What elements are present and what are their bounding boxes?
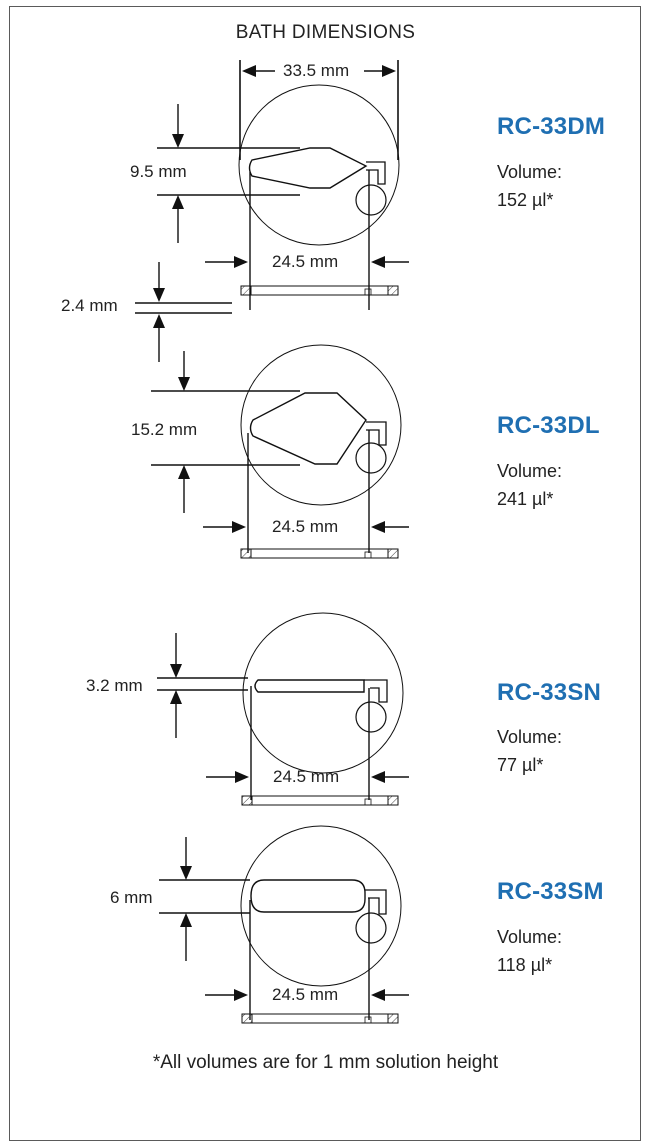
bath-rc-33dm-drawing: [157, 84, 409, 310]
rc-33sm-width-label: 24.5 mm: [272, 985, 339, 1004]
overall-width-dimension: [239, 60, 399, 160]
rc-33sm-volume: 118 µl*: [497, 955, 553, 975]
bath-rc-33dl-drawing: [151, 344, 409, 559]
rc-33dm-volume: 152 µl*: [497, 190, 554, 210]
rc-33sm-height-label: 6 mm: [110, 888, 153, 907]
rc-33sn-volume: 77 µl*: [497, 755, 544, 775]
rc-33dm-width-label: 24.5 mm: [272, 252, 339, 271]
rc-33dm-model: RC-33DM: [497, 113, 606, 140]
rc-33sm-volume-label: Volume:: [497, 927, 563, 947]
overall-width-label: 33.5 mm: [283, 61, 350, 80]
rc-33dm-height-label: 9.5 mm: [130, 162, 187, 181]
rc-33sn-height-label: 3.2 mm: [86, 676, 143, 695]
diagram-title: BATH DIMENSIONS: [235, 22, 416, 43]
rc-33dl-volume-label: Volume:: [497, 461, 563, 481]
rc-33sm-model: RC-33SM: [497, 878, 604, 905]
rc-33sn-volume-label: Volume:: [497, 727, 563, 747]
gap-dimension: [135, 262, 232, 362]
rc-33sn-model: RC-33SN: [497, 679, 602, 706]
rc-33dm-volume-label: Volume:: [497, 162, 563, 182]
bath-rc-33sm-drawing: [159, 825, 409, 1024]
figure-frame: [9, 6, 641, 1141]
rc-33dl-model: RC-33DL: [497, 412, 600, 439]
gap-label: 2.4 mm: [61, 296, 118, 315]
rc-33dl-width-label: 24.5 mm: [272, 517, 339, 536]
bath-rc-33sn-drawing: [157, 612, 409, 806]
rc-33sn-width-label: 24.5 mm: [273, 767, 340, 786]
footnote: *All volumes are for 1 mm solution heigh…: [152, 1052, 499, 1073]
rc-33dl-height-label: 15.2 mm: [131, 420, 198, 439]
rc-33dl-volume: 241 µl*: [497, 489, 554, 509]
